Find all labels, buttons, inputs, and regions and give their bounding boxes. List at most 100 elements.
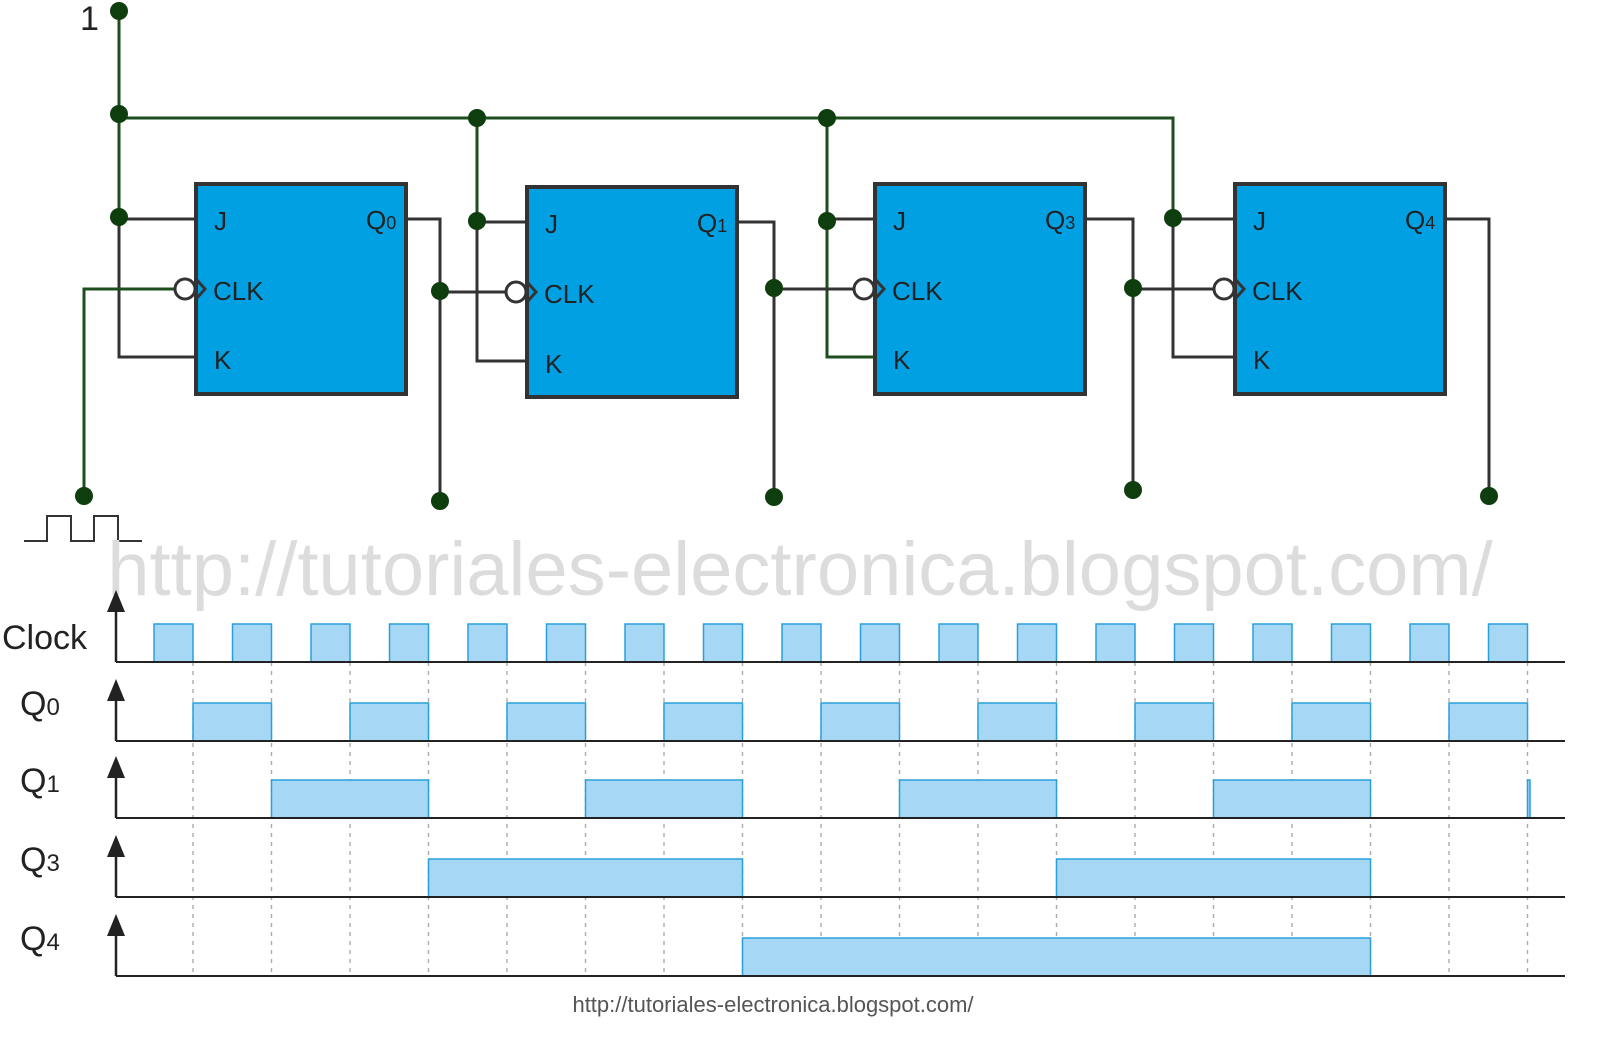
- signal-row-0: Clock: [2, 590, 1565, 663]
- signal-label: Q3: [20, 841, 60, 879]
- junction-dot: [765, 279, 783, 297]
- flip-flop-0: J CLK K Q0: [173, 182, 408, 396]
- junction-dot: [431, 492, 449, 510]
- signal-pulse: [741, 937, 1372, 977]
- signal-pulse: [938, 623, 979, 663]
- signal-pulse: [310, 623, 351, 663]
- j-pin-label: J: [214, 206, 227, 236]
- axis-arrow-icon: [107, 914, 125, 936]
- junction-dot: [431, 282, 449, 300]
- k-input-wire: [1171, 219, 1235, 359]
- clk-pin-label: CLK: [213, 276, 264, 306]
- signal-pulse: [1487, 623, 1529, 663]
- j-pin-label: J: [545, 209, 558, 239]
- signal-pulse: [977, 702, 1058, 742]
- signal-pulse: [1448, 702, 1529, 742]
- signal-row-2: Q1: [20, 756, 1565, 819]
- clock-edge-icon: [873, 277, 887, 301]
- signal-pulse: [1212, 779, 1372, 819]
- j-pin-label: J: [893, 206, 906, 236]
- junction-dot: [110, 208, 128, 226]
- signal-pulse: [1095, 623, 1136, 663]
- signal-pulse: [584, 779, 744, 819]
- signal-row-4: Q4: [20, 914, 1565, 977]
- inverter-bubble-icon: [1212, 277, 1236, 301]
- clk-pin-label: CLK: [892, 276, 943, 306]
- k-input-wire: [825, 219, 875, 359]
- signal-pulse: [820, 702, 901, 742]
- q-pin-label: Q3: [1045, 205, 1075, 235]
- clk-pin-label: CLK: [1252, 276, 1303, 306]
- signal-pulse: [898, 779, 1058, 819]
- q-pin-label: Q1: [697, 208, 727, 238]
- junction-dot: [75, 487, 93, 505]
- signal-pulse: [1526, 779, 1531, 819]
- signal-pulse: [270, 779, 430, 819]
- flip-flop-2: J CLK K Q3: [852, 182, 1087, 396]
- signal-pulse: [1016, 623, 1058, 663]
- signal-pulse: [859, 623, 901, 663]
- flip-flop-body: [194, 182, 408, 396]
- axis-arrow-icon: [107, 679, 125, 701]
- clock-edge-icon: [525, 280, 539, 304]
- junction-dot: [818, 212, 836, 230]
- q-output-wire: [737, 220, 776, 497]
- signal-pulse: [1173, 623, 1215, 663]
- footer-url: http://tutoriales-electronica.blogspot.c…: [572, 992, 974, 1017]
- k-pin-label: K: [1253, 345, 1271, 375]
- signal-pulse: [1252, 623, 1293, 663]
- signal-row-1: Q0: [20, 679, 1565, 742]
- signal-pulse: [467, 623, 508, 663]
- junction-dot: [818, 109, 836, 127]
- junction-dot: [110, 105, 128, 123]
- signal-pulse: [231, 623, 273, 663]
- q-pin-label: Q0: [366, 205, 396, 235]
- watermark-text: http://tutoriales-electronica.blogspot.c…: [107, 527, 1493, 612]
- signal-pulse: [427, 858, 744, 898]
- signal-label: Q1: [20, 762, 60, 800]
- q-pin-label: Q4: [1405, 205, 1435, 235]
- clock-source-icon: [24, 515, 142, 542]
- clock-edge-icon: [1233, 277, 1247, 301]
- signal-pulse: [1291, 702, 1372, 742]
- k-input-wire: [475, 222, 527, 363]
- junction-dot: [110, 2, 128, 20]
- signal-pulse: [702, 623, 744, 663]
- clk-pin-label: CLK: [544, 279, 595, 309]
- k-pin-label: K: [545, 349, 563, 379]
- junction-dot: [1164, 209, 1182, 227]
- k-pin-label: K: [893, 345, 911, 375]
- signal-pulse: [388, 623, 430, 663]
- k-input-wire: [117, 219, 196, 359]
- signal-pulse: [153, 623, 194, 663]
- q-output-wire: [1445, 217, 1491, 496]
- signal-label: Q4: [20, 920, 60, 958]
- signal-pulse: [1330, 623, 1372, 663]
- signal-pulse: [349, 702, 430, 742]
- signal-pulse: [624, 623, 665, 663]
- signal-pulse: [192, 702, 273, 742]
- signal-pulse: [1409, 623, 1450, 663]
- q-output-wire: [406, 217, 442, 501]
- signal-pulse: [1134, 702, 1215, 742]
- flip-flop-1: J CLK K Q1: [504, 185, 739, 399]
- inverter-bubble-icon: [173, 277, 197, 301]
- k-pin-label: K: [214, 345, 232, 375]
- axis-arrow-icon: [107, 835, 125, 857]
- flip-flop-body: [1233, 182, 1447, 396]
- junction-dot: [1124, 481, 1142, 499]
- signal-row-3: Q3: [20, 835, 1565, 898]
- axis-arrow-icon: [107, 590, 125, 612]
- junction-dot: [1480, 487, 1498, 505]
- inverter-bubble-icon: [504, 280, 528, 304]
- junction-dot: [765, 488, 783, 506]
- junction-dot: [468, 212, 486, 230]
- signal-pulse: [663, 702, 744, 742]
- inverter-bubble-icon: [852, 277, 876, 301]
- signal-label: Clock: [2, 619, 88, 657]
- junction-dot: [1124, 279, 1142, 297]
